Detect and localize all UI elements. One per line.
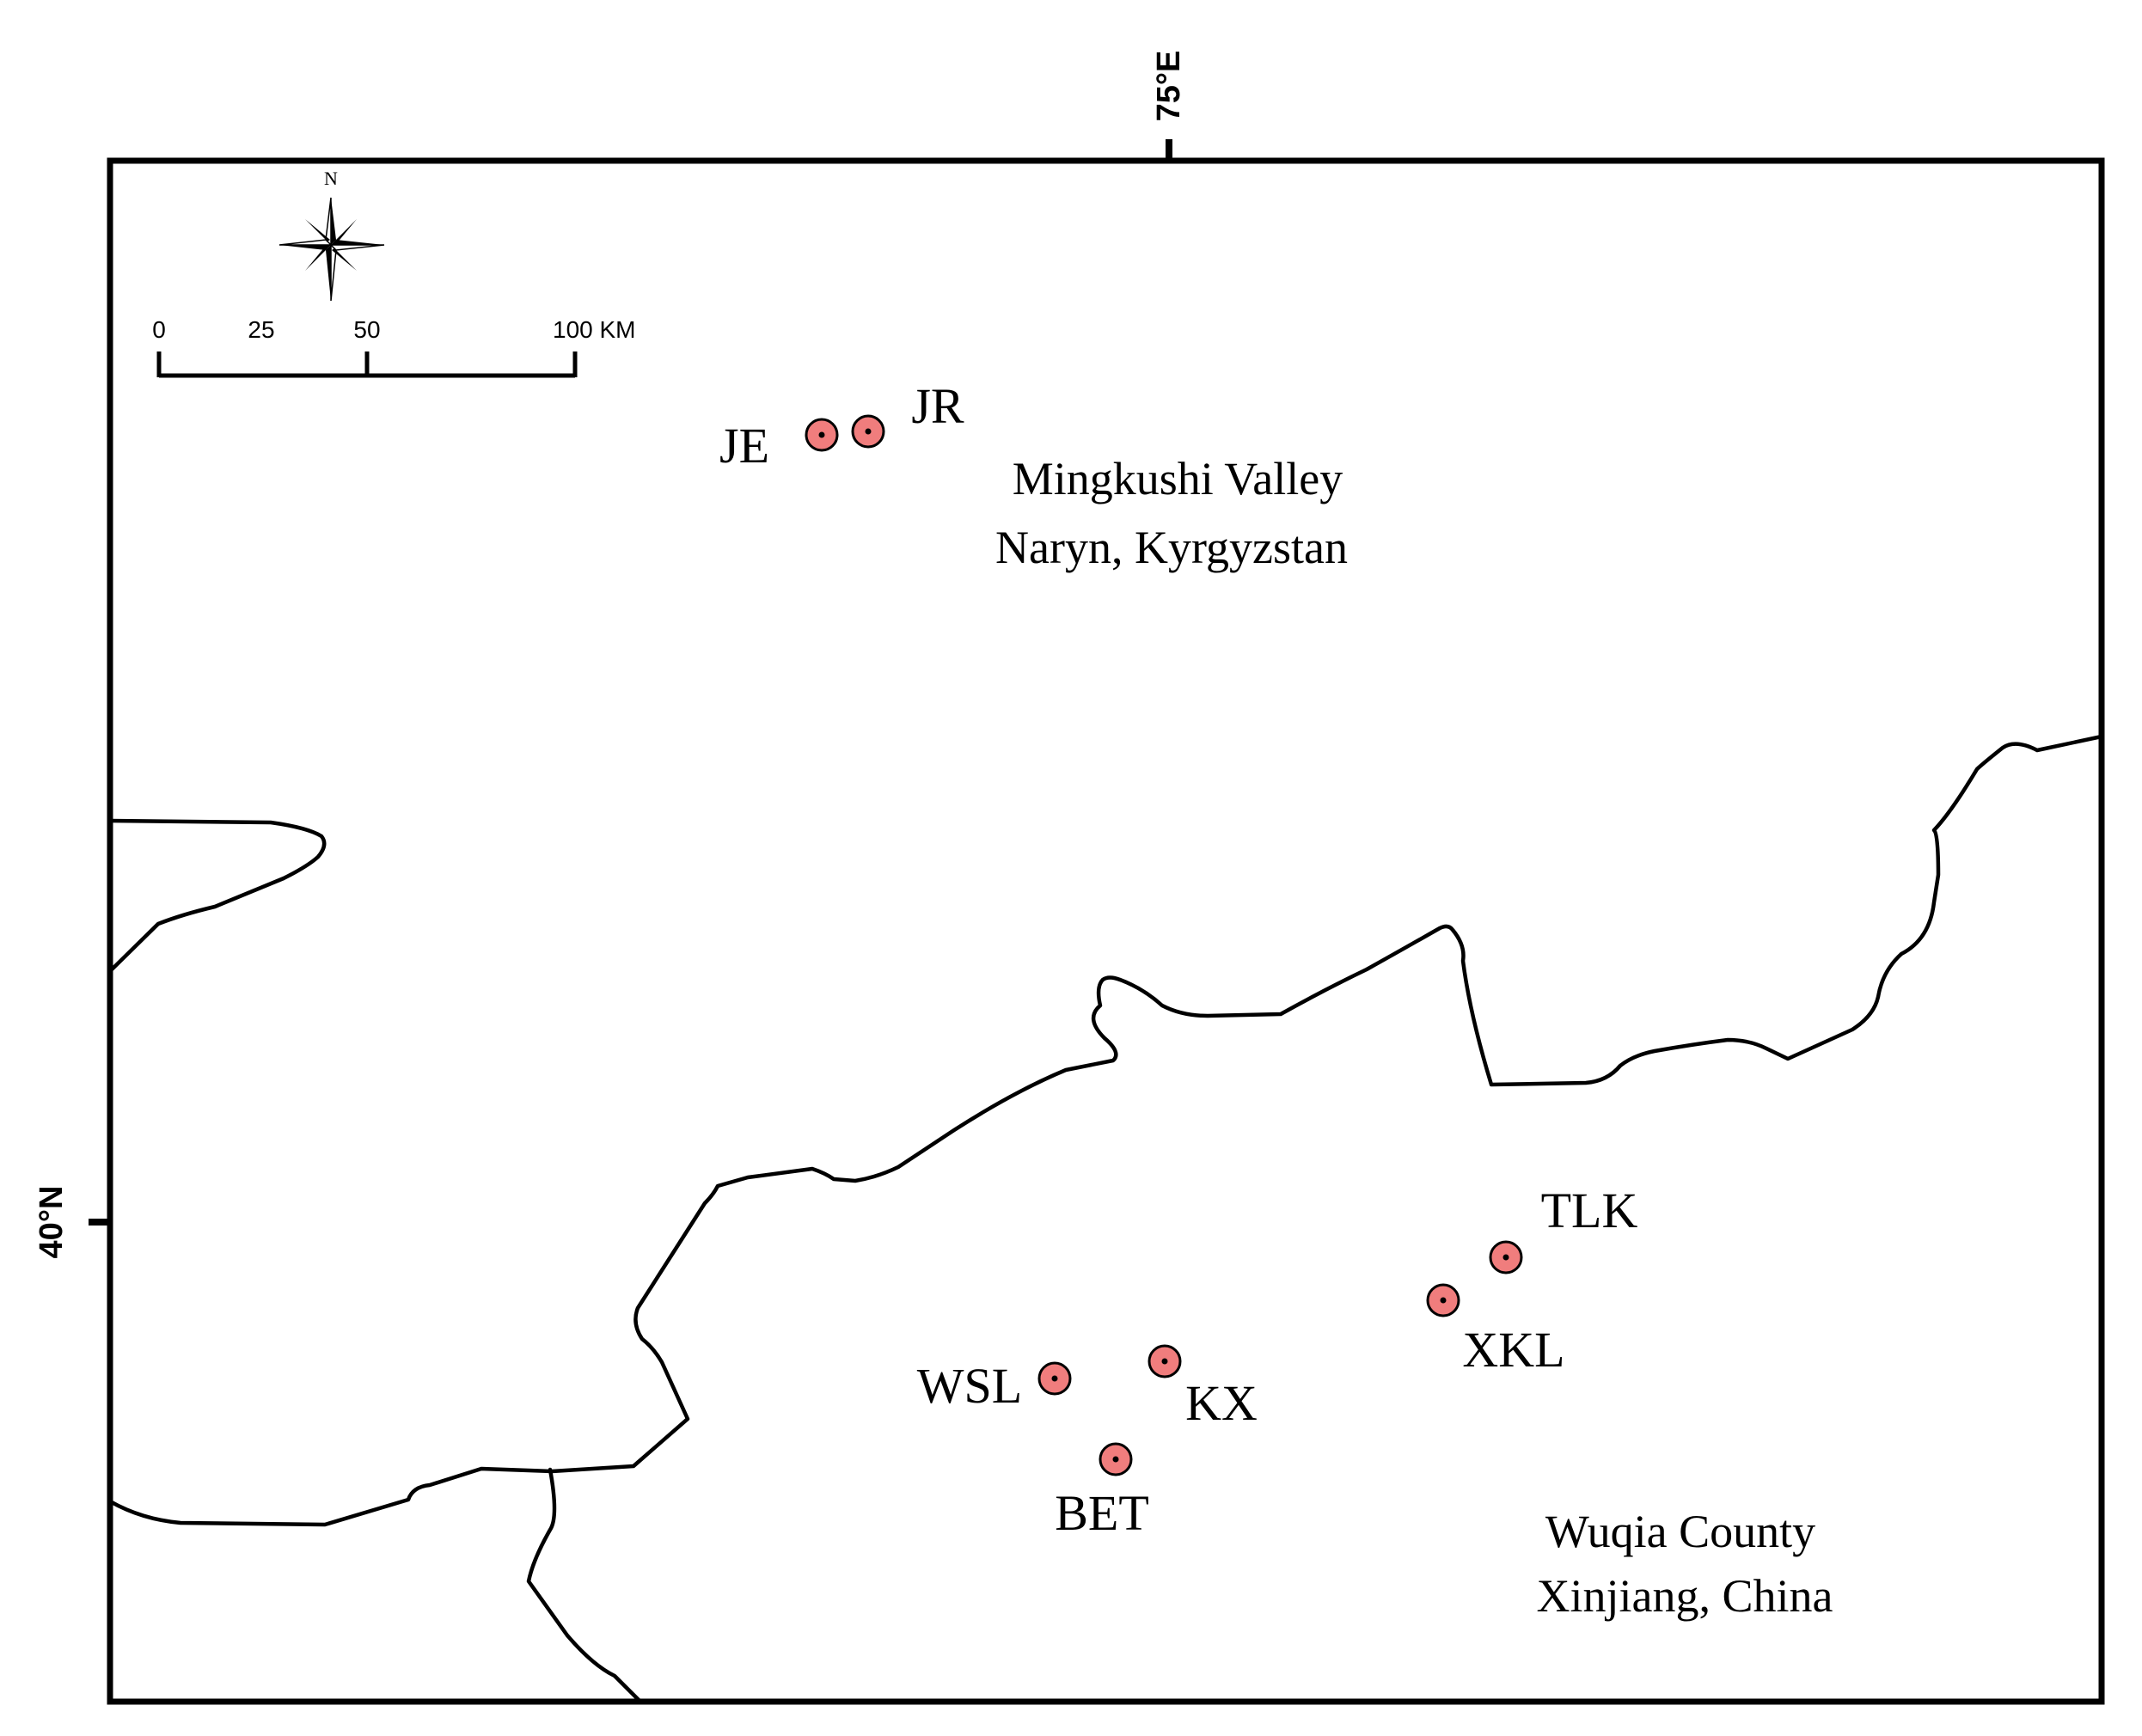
region-label-north-line2: Naryn, Kyrgyzstan xyxy=(995,522,1348,573)
scale-tick-25: 25 xyxy=(248,316,274,343)
scale-bar xyxy=(156,351,578,378)
site-kx-dot xyxy=(1161,1358,1168,1365)
site-xkl-dot xyxy=(1440,1297,1447,1304)
site-label-jr: JR xyxy=(911,378,964,434)
region-label-south-line2: Xinjiang, China xyxy=(1537,1570,1833,1622)
north-arrow-icon xyxy=(278,197,385,302)
site-marker-bet xyxy=(1099,1442,1133,1476)
map-frame xyxy=(107,157,2105,1705)
site-jr-dot xyxy=(865,428,872,435)
site-tlk-dot xyxy=(1502,1254,1509,1261)
site-marker-xkl xyxy=(1426,1283,1460,1317)
border-line-main xyxy=(107,734,2104,1527)
site-markers xyxy=(805,414,1523,1476)
north-arrow-label: N xyxy=(324,168,338,189)
site-marker-je xyxy=(805,418,839,452)
site-marker-tlk xyxy=(1489,1240,1523,1274)
site-je-dot xyxy=(818,431,825,438)
site-label-bet: BET xyxy=(1055,1485,1149,1541)
scale-tick-0: 0 xyxy=(152,316,166,343)
border-line-lower xyxy=(526,1467,643,1704)
border-line-upper-left xyxy=(107,818,327,974)
site-label-xkl: XKL xyxy=(1462,1322,1564,1378)
site-label-kx: KX xyxy=(1185,1375,1258,1431)
latitude-label: 40°N xyxy=(34,1186,70,1259)
site-marker-jr xyxy=(851,414,885,449)
site-marker-kx xyxy=(1148,1344,1182,1378)
scale-tick-50: 50 xyxy=(353,316,380,343)
region-label-north-line1: Mingkushi Valley xyxy=(1013,453,1343,504)
scale-tick-100km: 100 KM xyxy=(553,316,636,343)
site-label-tlk: TLK xyxy=(1541,1183,1638,1238)
site-label-je: JE xyxy=(719,418,769,474)
boundary-lines xyxy=(107,734,2104,1704)
site-wsl-dot xyxy=(1051,1375,1058,1382)
region-label-south-line1: Wuqia County xyxy=(1545,1506,1815,1557)
longitude-label: 75°E xyxy=(1151,51,1187,122)
site-marker-wsl xyxy=(1037,1361,1072,1396)
site-label-wsl: WSL xyxy=(917,1358,1022,1414)
site-bet-dot xyxy=(1112,1456,1119,1463)
